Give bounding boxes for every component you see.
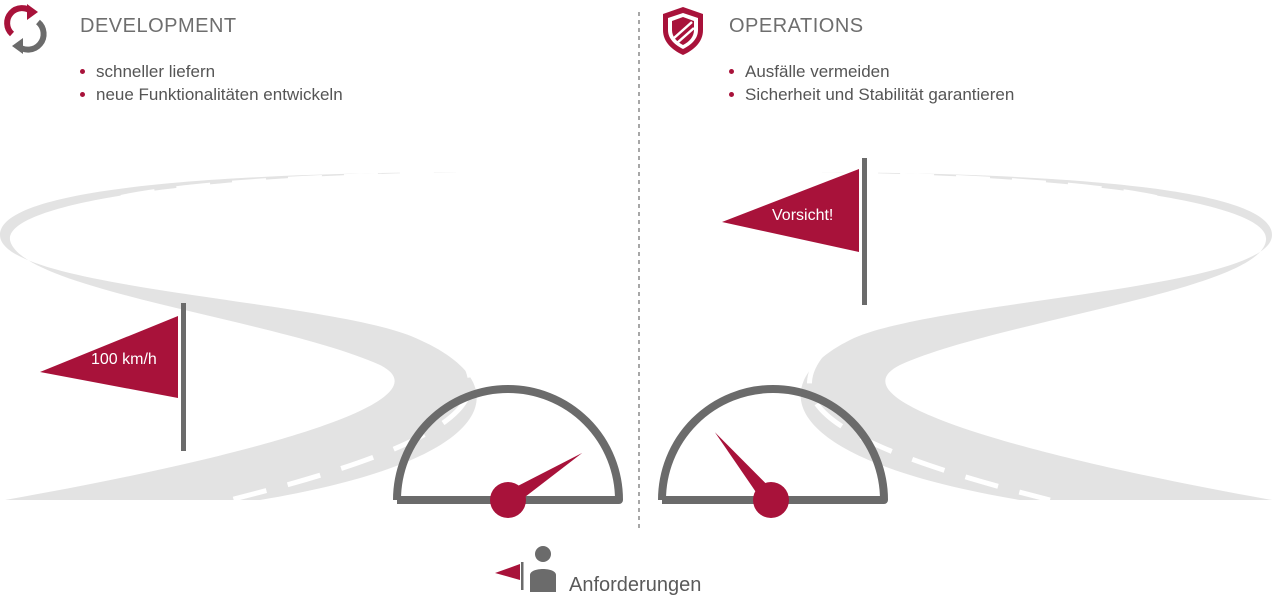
- development-flag-label: 100 km/h: [91, 351, 157, 368]
- development-speedometer: [393, 385, 623, 518]
- development-gauge-hub: [490, 482, 526, 518]
- development-flag: [40, 303, 186, 451]
- development-road: [0, 170, 498, 503]
- development-bullet: schneller liefern: [80, 60, 343, 83]
- operations-title: OPERATIONS: [729, 15, 864, 37]
- person-with-flag-icon: [495, 546, 556, 592]
- requirements-label: Anforderungen: [569, 574, 702, 596]
- development-gauge-arc: [393, 385, 623, 504]
- operations-flag-label: Vorsicht!: [772, 207, 834, 224]
- operations-road-marking: [787, 170, 1209, 503]
- operations-bullet-list: Ausfälle vermeiden Sicherheit und Stabil…: [729, 60, 1014, 106]
- operations-bullet: Ausfälle vermeiden: [729, 60, 1014, 83]
- development-bullet-list: schneller liefern neue Funktionalitäten …: [80, 60, 343, 106]
- shield-icon: [663, 7, 703, 55]
- development-title: DEVELOPMENT: [80, 15, 237, 37]
- operations-gauge-hub: [753, 482, 789, 518]
- operations-flag: [722, 158, 867, 305]
- development-bullet: neue Funktionalitäten entwickeln: [80, 83, 343, 106]
- operations-road-edge: [807, 172, 1182, 342]
- development-road-edge: [93, 172, 471, 342]
- operations-flag-pole: [862, 158, 867, 305]
- development-flag-pole: [181, 303, 186, 451]
- operations-gauge-arc: [658, 385, 888, 504]
- operations-speedometer: [658, 385, 888, 518]
- operations-bullet: Sicherheit und Stabilität garantieren: [729, 83, 1014, 106]
- refresh-cycle-icon: [4, 4, 47, 54]
- development-flag-pennant: [40, 316, 178, 398]
- operations-road: [780, 170, 1272, 503]
- operations-road-surface: [780, 172, 1272, 500]
- development-road-surface: [0, 172, 498, 500]
- development-road-marking: [67, 170, 491, 503]
- operations-flag-pennant: [722, 169, 859, 252]
